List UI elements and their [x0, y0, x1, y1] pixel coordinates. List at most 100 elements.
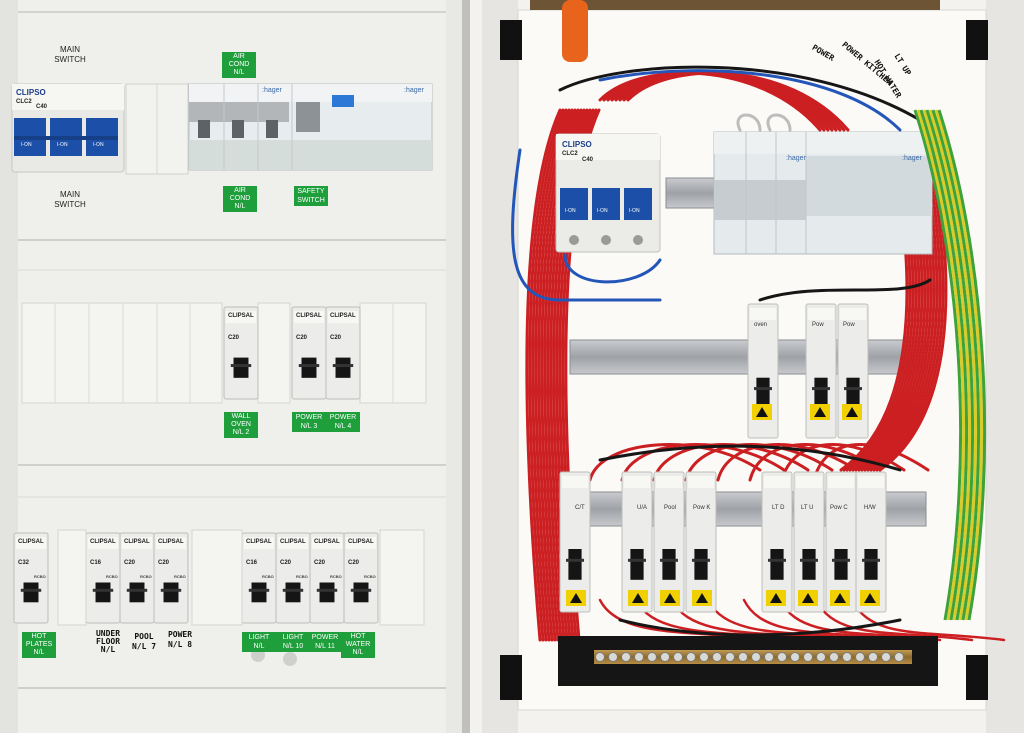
rcbo-label-lt-d: LT D — [772, 505, 785, 511]
rcbo-row3-rating-1: C16 — [90, 560, 102, 566]
rcbo-row2-brand-1: CLIPSAL — [296, 313, 322, 319]
rcbo-row3-3 — [153, 532, 189, 624]
rcbo-row3-brand-3: CLIPSAL — [158, 539, 184, 545]
rcbo-right-bottom-3 — [685, 471, 717, 613]
busbar-screw — [595, 652, 605, 662]
rcbo-row3-rating-2: C20 — [124, 560, 136, 566]
main-toggle-right-2: I-ON — [597, 208, 608, 214]
rcbo-row3-tag-5: RCBO — [296, 574, 308, 579]
rcbo-label-lt-u: LT U — [801, 505, 814, 511]
busbar-screw — [725, 652, 735, 662]
rcbo-row3-rating-5: C20 — [280, 560, 292, 566]
rcbo-row3-tag-6: RCBO — [330, 574, 342, 579]
hager-block-right — [713, 131, 933, 255]
blank-covers-row1 — [125, 83, 189, 175]
rcbo-row3-brand-0: CLIPSAL — [18, 539, 44, 545]
rcbo-right-panel — [559, 303, 887, 613]
hager-logo-right-1: :hager — [786, 155, 806, 162]
rcbo-row3-tag-3: RCBO — [174, 574, 186, 579]
rcbo-row3-brand-1: CLIPSAL — [90, 539, 116, 545]
rcbo-row3-tag-1: RCBO — [106, 574, 118, 579]
main-toggle-right-1: I-ON — [565, 208, 576, 214]
warning-triangle-icon-5 — [664, 593, 676, 603]
rcbo-label-pow-b: Pow — [843, 322, 855, 328]
rcbo-row3-rating-4: C16 — [246, 560, 258, 566]
hager-logo-right-2: :hager — [902, 155, 922, 162]
blank-covers-row2-left — [21, 302, 223, 404]
rcbo-row3-tag-0: RCBO — [34, 574, 46, 579]
rcbo-row2-0 — [223, 306, 259, 400]
rcbo-row3-7 — [343, 532, 379, 624]
rcbo-row3-brand-7: CLIPSAL — [348, 539, 374, 545]
warning-triangle-icon-4 — [632, 593, 644, 603]
hager-logo-left-2: :hager — [404, 87, 424, 94]
hot-plates-label: HOT PLATES N/L — [22, 632, 56, 658]
rcbo-row3-4 — [241, 532, 277, 624]
rcbo-right-bottom-7 — [855, 471, 887, 613]
rcbo-row3-rating-3: C20 — [158, 560, 170, 566]
warning-triangle-icon-6 — [696, 593, 708, 603]
safety-switch-label: SAFETY SWITCH — [294, 186, 328, 206]
rcbo-row3-rating-6: C20 — [314, 560, 326, 566]
rcbo-row2-rating-0: C20 — [228, 335, 240, 341]
main-switch-label-top: MAIN SWITCH — [54, 45, 86, 64]
rcbo-row3-brand-2: CLIPSAL — [124, 539, 150, 545]
busbar-screw — [608, 652, 618, 662]
busbar-screw — [712, 652, 722, 662]
air-cond-label-top: AIR COND N/L — [222, 52, 256, 78]
warning-triangle-icon-0 — [756, 407, 768, 417]
rcbo-row3-brand-4: CLIPSAL — [246, 539, 272, 545]
blank-covers-row3 — [57, 529, 425, 666]
rcbo-row2-2 — [325, 306, 361, 400]
main-switch-brand-left: CLIPSO — [16, 88, 46, 97]
busbar-screw — [686, 652, 696, 662]
main-switch-label-bottom: MAIN SWITCH — [54, 190, 86, 209]
rcbo-row3-brand-5: CLIPSAL — [280, 539, 306, 545]
rcbo-right-bottom-2 — [653, 471, 685, 613]
rcbo-label-pool: Pool — [664, 505, 677, 511]
wall-oven-label: WALL OVEN N/L 2 — [224, 412, 258, 438]
wiring-loom — [511, 65, 1006, 642]
main-switch-left — [11, 83, 125, 173]
power-4-label: POWER N/L 4 — [326, 412, 360, 432]
busbar-screw — [738, 652, 748, 662]
rcbo-row2-rating-1: C20 — [296, 335, 308, 341]
busbar-screw — [790, 652, 800, 662]
power-3-label: POWER N/L 3 — [292, 412, 326, 432]
main-toggle-text-2: I-ON — [57, 142, 68, 148]
busbar-screw — [816, 652, 826, 662]
earth-bundle — [913, 109, 987, 621]
busbar-screw — [894, 652, 904, 662]
rcbo-label-oven: oven — [754, 322, 768, 328]
busbar-screw — [829, 652, 839, 662]
rcbo-label-pow-a: Pow — [812, 322, 824, 328]
rcbo-row2-1 — [291, 306, 327, 400]
rcbo-row2 — [223, 306, 361, 400]
busbar-screw — [634, 652, 644, 662]
neutral-busbar — [558, 636, 938, 686]
main-switch-model-left: CLC2 — [16, 99, 32, 105]
warning-triangle-icon-8 — [802, 593, 814, 603]
main-switch-rating-left: C40 — [36, 104, 48, 110]
rcbo-label-ua: U/A — [637, 505, 648, 511]
busbar-screw — [751, 652, 761, 662]
hager-block-left — [188, 83, 433, 171]
main-switch-model-right: CLC2 — [562, 151, 578, 157]
rcbo-label-pow-c: Pow C — [830, 505, 848, 511]
busbar-screw — [842, 652, 852, 662]
light-10-label: LIGHT N/L 10 — [276, 632, 310, 652]
warning-triangle-icon-7 — [770, 593, 782, 603]
busbar-screw — [777, 652, 787, 662]
busbar-screw — [660, 652, 670, 662]
rcbo-row2-rating-2: C20 — [330, 335, 342, 341]
blank-covers-row2-right — [257, 302, 427, 404]
rcbo-label-pow-k: Pow K — [693, 505, 711, 511]
main-switch-brand-right: CLIPSO — [562, 140, 592, 149]
pool-handwritten: POOL N/L 7 — [131, 632, 157, 651]
light-1-label: LIGHT N/L — [242, 632, 276, 652]
busbar-screw — [868, 652, 878, 662]
busbar-screw — [621, 652, 631, 662]
hager-logo-left-1: :hager — [262, 87, 282, 94]
main-toggle-text-1: I-ON — [21, 142, 32, 148]
